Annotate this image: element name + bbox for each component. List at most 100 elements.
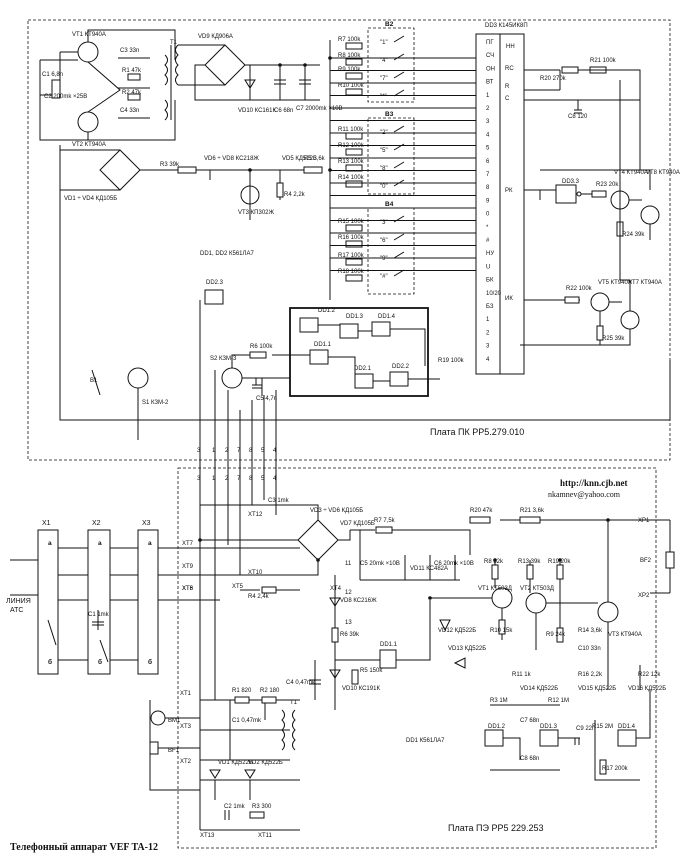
component-label-pe: R9 24k	[546, 632, 566, 638]
terminal-label: XP1	[638, 518, 650, 524]
junction-dot	[328, 56, 332, 60]
node-number: 13	[345, 620, 352, 626]
component-label-pk: DD1.4	[378, 314, 396, 320]
component-label-pk: DD2.3	[206, 280, 224, 286]
component-label-pe: R12 1M	[548, 698, 569, 704]
component-label-pe: R16 2,2k	[578, 672, 603, 678]
key-label: "9"	[380, 256, 388, 262]
contact-a-label: а	[148, 540, 152, 547]
key-label: "6"	[380, 238, 388, 244]
component-label-pe: VD7 КД105Б	[340, 521, 375, 527]
component-label-pe: VD2 КД522Б	[248, 760, 283, 766]
component-label-pk: R2 47k	[122, 90, 142, 96]
component-label-pk: VT5 КТ940А	[598, 280, 632, 286]
component-label-pe: BF2	[640, 558, 652, 564]
connector-x3-label: X3	[142, 520, 151, 527]
dd3-right-circuit	[520, 66, 660, 346]
component-label-pk: DD1.2	[318, 308, 336, 314]
dd3-left-pin: 0	[486, 212, 490, 218]
terminal-label: XP2	[638, 593, 650, 599]
component-label-pk: VD5 КД522Б	[282, 156, 317, 162]
bridge-vd1-vd4	[59, 145, 323, 300]
component-label-pe: VD11 КС482А	[410, 566, 448, 572]
dd3-left-pin: 8	[486, 185, 490, 191]
key-label: "4"	[380, 58, 388, 64]
bus-number-lower: 8	[249, 476, 253, 482]
speaker-bf1	[149, 741, 159, 755]
component-label-pk: VT3 КП302Ж	[238, 210, 274, 216]
component-label-pk: T1	[170, 40, 178, 46]
dd3-left-pin: 7	[486, 172, 490, 178]
transistor-vt2-pe	[525, 592, 547, 614]
contact-a-label: а	[98, 540, 102, 547]
bus-number-lower: 1	[212, 476, 216, 482]
component-label-pe: VT2 КТ503Д	[520, 586, 554, 592]
component-label-pk: C4 33n	[120, 108, 139, 114]
transistor-vt5	[590, 292, 610, 312]
switches-pk	[59, 300, 671, 440]
dd3-left-pin: ВТ	[486, 80, 494, 86]
contact-b-label: б	[48, 658, 52, 666]
website-email: nkamnev@yahoo.com	[548, 490, 621, 499]
contact-b-label: б	[98, 658, 102, 666]
component-label-pk: R25 39k	[602, 336, 625, 342]
component-label-pk: DD2.1	[354, 366, 372, 372]
component-label-pe: BF1	[168, 748, 180, 754]
component-label-pk: VT8 КТ940А	[646, 170, 680, 176]
switch-block-label: В4	[385, 201, 394, 208]
component-label-pk: VT7 КТ940А	[628, 280, 662, 286]
board-pk-label: Плата ПК РР5.279.010	[430, 427, 525, 437]
transformer-t1	[164, 44, 179, 121]
component-label-pe: DD1.3	[540, 724, 558, 730]
component-label-pk: S2 КЗМ-3	[210, 356, 237, 362]
component-label-pk: VT1 КТ940А	[72, 32, 106, 38]
component-label-pk: C7 2000mk ×10В	[296, 106, 343, 112]
junction-dot	[428, 596, 432, 600]
component-label-pk: C3 33n	[120, 48, 139, 54]
component-label-pk: C8 120	[568, 114, 588, 120]
transistor-vt2	[77, 111, 99, 133]
component-label-pe: R6 39k	[340, 632, 360, 638]
component-label-pe: R20 47k	[470, 508, 493, 514]
component-label-pe: VD8 КС216Ж	[340, 598, 377, 604]
component-label-pk: R24 39k	[622, 232, 645, 238]
bus-number-lower: 4	[273, 476, 277, 482]
transistor-vt1	[77, 41, 99, 63]
switch-s1	[127, 367, 149, 389]
dd3-right-pin: ИК	[505, 296, 513, 302]
keypad-resistor-label: R17 100k	[338, 253, 365, 259]
bus-number-upper: 1	[212, 448, 216, 454]
component-label-pe: R21 3,6k	[520, 508, 545, 514]
component-label-pe: VD1 КД522Б	[218, 760, 253, 766]
component-label-pe: R4 2,4k	[248, 594, 270, 600]
bus-number-lower: 5	[261, 476, 265, 482]
component-label-pe: C10 33n	[578, 646, 601, 652]
component-label-pk: R20 270k	[540, 76, 567, 82]
component-label-pk: C5 4,7n	[256, 396, 277, 402]
dd3-right-pin: C	[505, 96, 510, 102]
component-label-pk: R1 47k	[122, 68, 142, 74]
connector-x3	[137, 529, 159, 675]
key-label: "0"	[380, 184, 388, 190]
dd3-ic-label: DD3 К145ИК8П	[485, 23, 528, 29]
connector-x1-label: X1	[42, 520, 51, 527]
component-label-pe: R19 20k	[548, 559, 571, 565]
diagram-title: Телефонный аппарат VEF TA-12	[10, 842, 158, 853]
component-label-pe: VD3 ÷ VD6 КД105Б	[310, 508, 363, 514]
dd3-left-pin: 6	[486, 159, 490, 165]
switch-block-b2	[367, 27, 415, 103]
component-label-pk: VT2 КТ940А	[72, 142, 106, 148]
component-label-pk: R4 2,2k	[284, 192, 306, 198]
terminal-label: XT12	[248, 512, 263, 518]
dd3-left-pin: ПГ	[486, 40, 494, 46]
component-label-pk: VD1 ÷ VD4 КД105Б	[64, 196, 117, 202]
component-label-pe: DD1.2	[488, 724, 506, 730]
component-label-pk: DD1.3	[346, 314, 364, 320]
component-label-pe: C6 20mk ×10В	[434, 561, 474, 567]
keypad-resistor-label: R7 100k	[338, 37, 361, 43]
logic-gates-pk	[204, 289, 440, 389]
bus-number-lower: 2	[225, 476, 229, 482]
bus-number-lower: 3	[197, 476, 201, 482]
switch-block-label: В3	[385, 111, 394, 118]
